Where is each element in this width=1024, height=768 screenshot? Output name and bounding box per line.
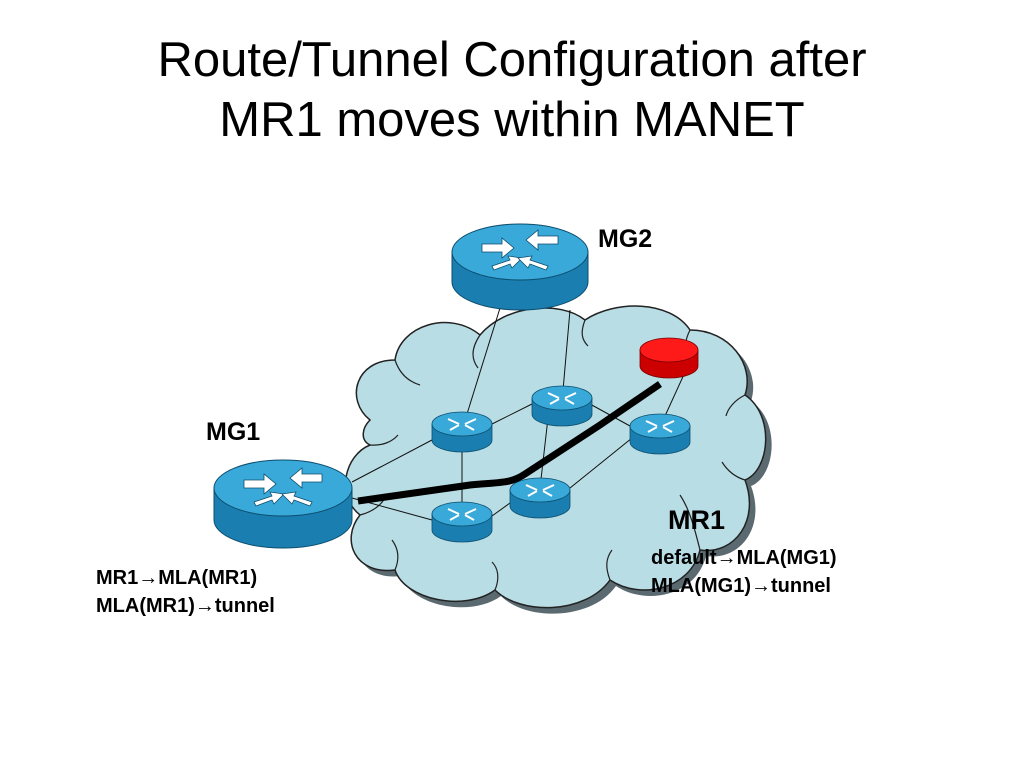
link-mg1-r1 bbox=[351, 439, 433, 483]
manet-router-4 bbox=[509, 477, 571, 519]
mr1-label: MR1 bbox=[668, 505, 726, 535]
slide-title: Route/Tunnel Configuration after MR1 mov… bbox=[0, 30, 1024, 150]
router-arrows-icon bbox=[447, 418, 477, 431]
router-arrows-icon bbox=[481, 229, 559, 271]
mg1-route-entry-1: MR1→MLA(MR1) bbox=[96, 567, 258, 589]
right-arrow-icon: → bbox=[138, 567, 159, 589]
link-mr1-r3 bbox=[664, 369, 687, 417]
mr1-route-entry-1: default→MLA(MG1) bbox=[651, 547, 837, 569]
mr1-node bbox=[639, 337, 699, 379]
router-arrows-icon bbox=[525, 484, 555, 497]
slide-title-line-1: Route/Tunnel Configuration after bbox=[157, 33, 867, 87]
router-arrows-icon bbox=[547, 392, 577, 405]
mr1-routing-table: default→MLA(MG1) MLA(MG1)→tunnel bbox=[651, 544, 837, 600]
mg2-router bbox=[451, 223, 589, 311]
manet-router-1 bbox=[431, 411, 493, 453]
manet-router-2 bbox=[531, 385, 593, 427]
link-r1-r2 bbox=[491, 403, 533, 425]
right-arrow-icon: → bbox=[194, 595, 215, 617]
mg1-label: MG1 bbox=[206, 418, 261, 446]
mr1-route-entry-2: MLA(MG1)→tunnel bbox=[651, 575, 831, 597]
manet-router-3 bbox=[629, 413, 691, 455]
right-arrow-icon: → bbox=[716, 547, 737, 569]
link-r4-r3 bbox=[569, 437, 633, 489]
link-r5-r4 bbox=[491, 502, 511, 517]
tunnel-path bbox=[357, 381, 662, 505]
manet-router-5 bbox=[431, 501, 493, 543]
mg1-route-entry-2: MLA(MR1)→tunnel bbox=[96, 595, 275, 617]
router-arrows-icon bbox=[243, 467, 323, 507]
right-arrow-icon: → bbox=[750, 575, 771, 597]
mg1-router bbox=[213, 459, 353, 549]
router-arrows-icon bbox=[645, 420, 675, 433]
link-r2-r4 bbox=[539, 417, 549, 489]
slide-title-line-2: MR1 moves within MANET bbox=[219, 93, 805, 147]
router-arrows-icon bbox=[447, 508, 477, 521]
mg1-routing-table: MR1→MLA(MR1) MLA(MR1)→tunnel bbox=[96, 564, 275, 620]
link-mg2-r1 bbox=[461, 307, 501, 431]
mg2-label: MG2 bbox=[598, 225, 653, 253]
